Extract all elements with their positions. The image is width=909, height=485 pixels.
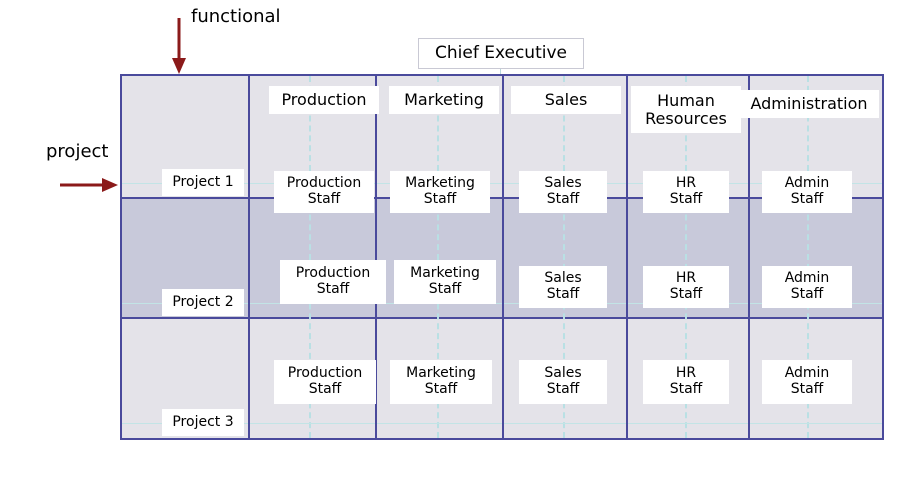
- node-function-marketing[interactable]: Marketing: [389, 86, 499, 114]
- functional-connector-marketing: [437, 76, 439, 438]
- matrix-grid: Production Marketing Sales Human Resourc…: [120, 74, 884, 440]
- node-staff-marketing-project-3[interactable]: Marketing Staff: [390, 360, 492, 404]
- node-staff-hr-project-3[interactable]: HR Staff: [643, 360, 729, 404]
- column-divider-2: [502, 76, 504, 438]
- node-staff-sales-project-3[interactable]: Sales Staff: [519, 360, 607, 404]
- node-project-1[interactable]: Project 1: [162, 169, 244, 196]
- node-staff-production-project-3[interactable]: Production Staff: [274, 360, 376, 404]
- node-staff-production-project-2[interactable]: Production Staff: [280, 260, 386, 304]
- node-staff-sales-project-1[interactable]: Sales Staff: [519, 171, 607, 213]
- column-divider-3: [626, 76, 628, 438]
- node-staff-admin-project-3[interactable]: Admin Staff: [762, 360, 852, 404]
- node-function-administration[interactable]: Administration: [739, 90, 879, 118]
- column-divider-1: [375, 76, 377, 438]
- node-project-3[interactable]: Project 3: [162, 409, 244, 436]
- node-staff-hr-project-1[interactable]: HR Staff: [643, 171, 729, 213]
- functional-connector-human-resources: [685, 76, 687, 438]
- functional-axis-label: functional: [191, 6, 281, 27]
- node-staff-admin-project-1[interactable]: Admin Staff: [762, 171, 852, 213]
- node-function-sales[interactable]: Sales: [511, 86, 621, 114]
- functional-connector-sales: [563, 76, 565, 438]
- node-staff-marketing-project-2[interactable]: Marketing Staff: [394, 260, 496, 304]
- column-divider-4: [748, 76, 750, 438]
- project-axis-label: project: [46, 141, 109, 162]
- project-axis-arrow-icon: [60, 178, 118, 192]
- functional-connector-administration: [807, 76, 809, 438]
- ceo-connector-line: [500, 69, 501, 75]
- node-function-production[interactable]: Production: [269, 86, 379, 114]
- column-divider-0: [248, 76, 250, 438]
- node-staff-marketing-project-1[interactable]: Marketing Staff: [390, 171, 490, 213]
- functional-axis-arrow-icon: [172, 18, 186, 74]
- node-chief-executive[interactable]: Chief Executive: [418, 38, 584, 69]
- node-staff-production-project-1[interactable]: Production Staff: [274, 171, 374, 213]
- node-staff-admin-project-2[interactable]: Admin Staff: [762, 266, 852, 308]
- node-project-2[interactable]: Project 2: [162, 289, 244, 316]
- functional-connector-production: [309, 76, 311, 438]
- node-staff-sales-project-2[interactable]: Sales Staff: [519, 266, 607, 308]
- node-function-human-resources[interactable]: Human Resources: [631, 86, 741, 133]
- node-staff-hr-project-2[interactable]: HR Staff: [643, 266, 729, 308]
